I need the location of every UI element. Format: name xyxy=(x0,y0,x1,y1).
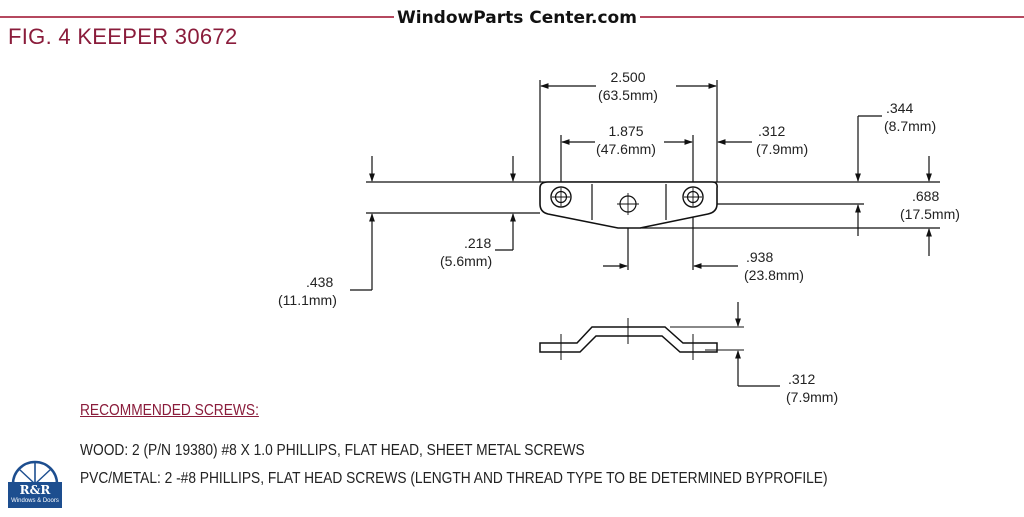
window-arch-icon xyxy=(11,460,59,484)
dim-688-mm: (17.5mm) xyxy=(900,206,960,222)
keeper-plan-view xyxy=(539,181,718,229)
dim-438-inch: .438 xyxy=(306,274,333,290)
reference-lines xyxy=(366,80,940,270)
dimension-labels: 2.500 (63.5mm) 1.875 (47.6mm) .312 (7.9m… xyxy=(278,69,960,405)
dim-938-inch: .938 xyxy=(746,249,773,265)
dim-688-inch: .688 xyxy=(912,188,939,204)
dim-312-side-inch: .312 xyxy=(788,371,815,387)
dimension-arrows xyxy=(350,83,932,387)
recommended-screws-heading: RECOMMENDED SCREWS: xyxy=(80,402,259,419)
pvc-metal-screws-note: PVC/METAL: 2 -#8 PHILLIPS, FLAT HEAD SCR… xyxy=(80,470,828,487)
dim-218-mm: (5.6mm) xyxy=(440,253,492,269)
dim-344-mm: (8.7mm) xyxy=(884,118,936,134)
figure-title: FIG. 4 KEEPER 30672 xyxy=(8,24,238,49)
dim-438-mm: (11.1mm) xyxy=(278,292,337,308)
logo-initials: R&R xyxy=(19,483,51,497)
wood-screws-note: WOOD: 2 (P/N 19380) #8 X 1.0 PHILLIPS, F… xyxy=(80,442,585,459)
site-watermark: WindowParts Center.com xyxy=(394,8,640,28)
keeper-side-profile xyxy=(539,318,744,360)
dim-2500-inch: 2.500 xyxy=(610,69,645,85)
dim-218-inch: .218 xyxy=(464,235,491,251)
dim-312-top-mm: (7.9mm) xyxy=(756,141,808,157)
dim-1875-inch: 1.875 xyxy=(608,123,643,139)
logo-band xyxy=(8,482,62,508)
rr-windows-doors-logo: R&R Windows & Doors xyxy=(8,460,62,508)
dim-344-inch: .344 xyxy=(886,100,913,116)
dim-2500-mm: (63.5mm) xyxy=(598,87,658,103)
dim-938-mm: (23.8mm) xyxy=(744,267,804,283)
dim-312-side-mm: (7.9mm) xyxy=(786,389,838,405)
logo-subtitle: Windows & Doors xyxy=(11,498,59,504)
dim-1875-mm: (47.6mm) xyxy=(596,141,656,157)
dim-312-top-inch: .312 xyxy=(758,123,785,139)
